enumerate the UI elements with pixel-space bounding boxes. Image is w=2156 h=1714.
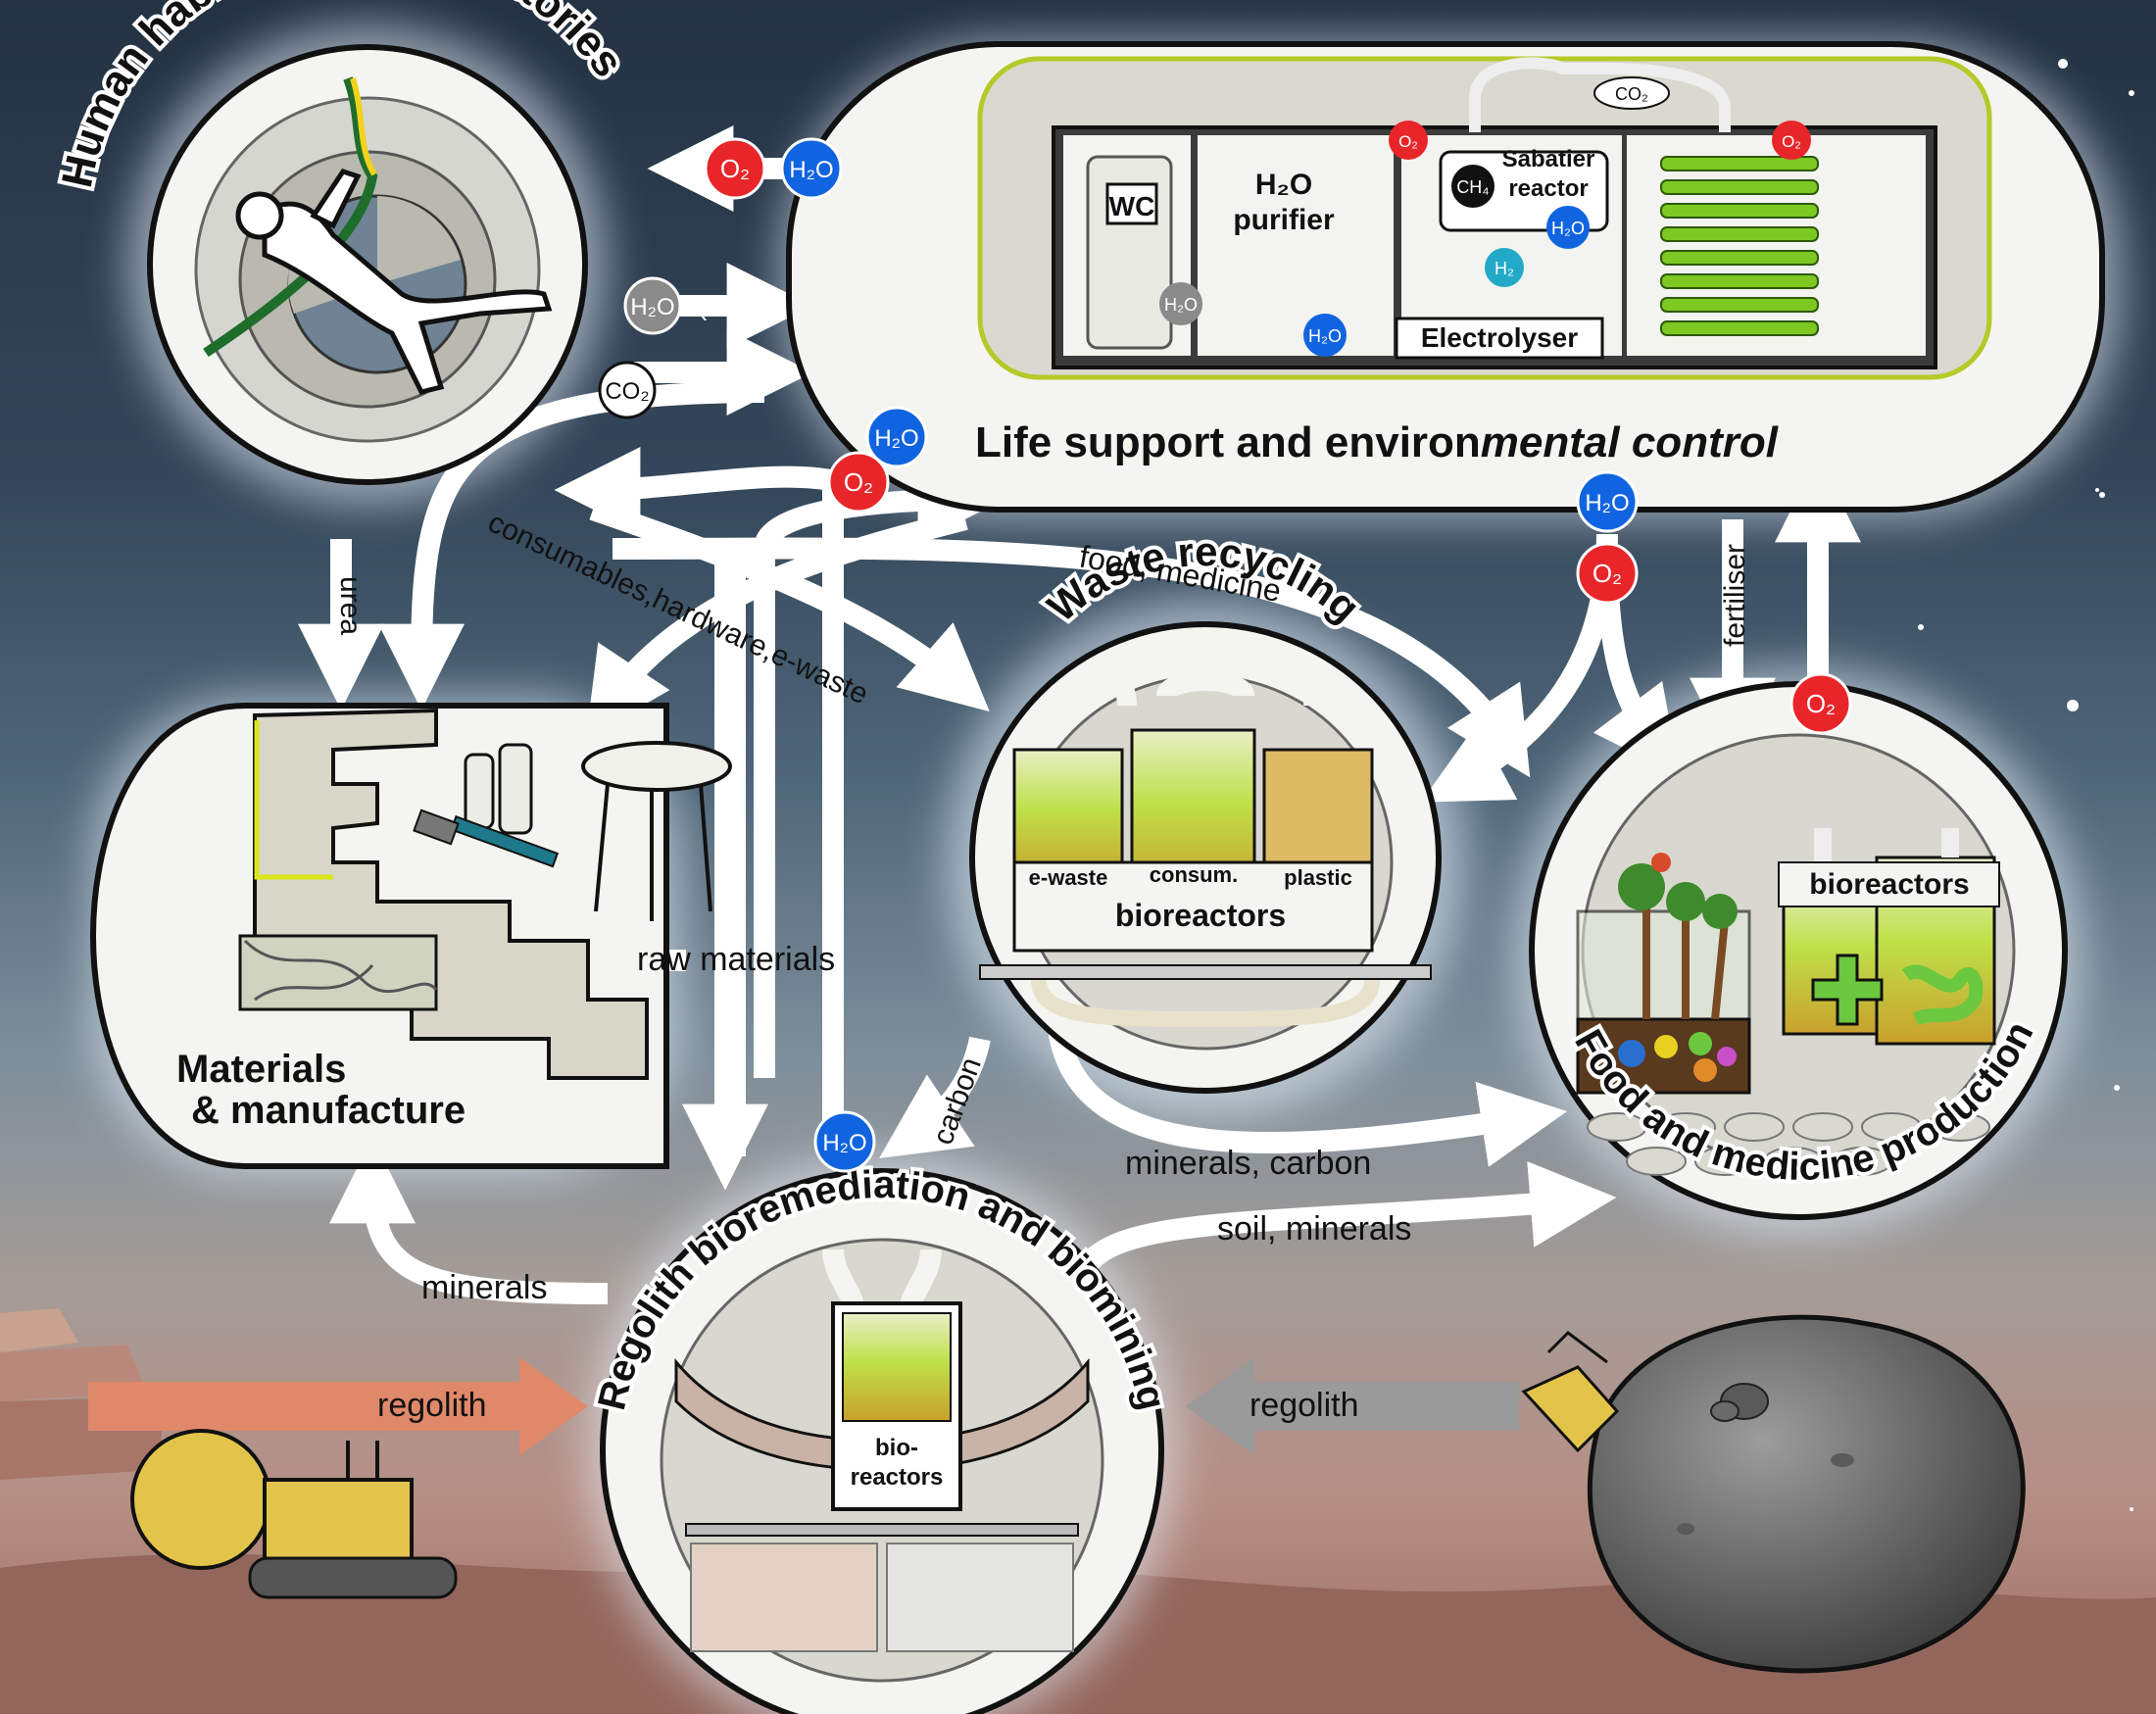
h2o-badge-food: H₂O xyxy=(1576,470,1639,533)
ch4-label: CH₄ xyxy=(1456,177,1489,197)
regolith-module: bio- reactors Regolith bioremediation an… xyxy=(586,1159,1178,1714)
tank-plastic-label: plastic xyxy=(1284,865,1352,890)
h2o-badge-habitat: H₂O xyxy=(780,137,843,200)
h2o-badge-regolith: H₂O xyxy=(813,1110,876,1173)
tank-plastic xyxy=(1262,748,1374,884)
o2-pipe-right-label: O₂ xyxy=(1782,132,1801,151)
h2o-badge-life-label: H₂O xyxy=(874,425,918,452)
tank-ewaste xyxy=(1012,748,1124,884)
badges: O₂ H₂O H₂O (used) CO₂ H₂O O₂ H₂O O₂ O₂ H… xyxy=(598,137,1852,1173)
regolith-trough xyxy=(674,1357,1090,1472)
o2-badge-habitat: O₂ xyxy=(704,137,766,200)
regolith-bio-line1: bio- xyxy=(875,1435,918,1461)
h2o-used-badge: H₂O xyxy=(623,276,682,335)
regolith-arrow-asteroid xyxy=(1186,1357,1519,1455)
h2-bubble xyxy=(1485,248,1524,287)
h2o-badge-regolith-label: H₂O xyxy=(822,1130,866,1156)
label-regolith-asteroid: regolith xyxy=(1250,1387,1359,1424)
h2o-sabatier-bubble xyxy=(1546,206,1590,249)
label-fertiliser: fertiliser xyxy=(1719,544,1751,647)
materials-title-2: & manufacture xyxy=(191,1089,466,1132)
label-minerals-carbon: minerals, carbon xyxy=(1125,1145,1371,1182)
label-urea: urea xyxy=(334,576,367,635)
o2-badge-food-label: O₂ xyxy=(1592,559,1622,588)
tank-consum-label: consum. xyxy=(1150,862,1238,887)
label-carbon: carbon xyxy=(927,1053,988,1149)
co2-badge-label: CO₂ xyxy=(605,378,649,405)
h2o-used-bubble-label: H₂O xyxy=(1164,295,1198,315)
arrow-minerals-carbon xyxy=(1048,1027,1568,1167)
h2-label: H₂ xyxy=(1494,259,1514,278)
o2-badge-habitat-label: O₂ xyxy=(720,154,750,183)
regolith-bio-line2: reactors xyxy=(851,1464,944,1491)
h2o-badge-life: H₂O xyxy=(865,406,928,468)
h2o-used-suffix: (used) xyxy=(698,290,775,320)
waste-bioreactors-label: bioreactors xyxy=(1115,898,1286,933)
label-regolith-mars: regolith xyxy=(377,1387,487,1424)
o2-badge-food-out: O₂ xyxy=(1789,672,1852,735)
h2o-sabatier-label: H₂O xyxy=(1551,219,1585,238)
algae-room xyxy=(1627,135,1926,356)
arrow-soil-minerals xyxy=(1079,1161,1617,1272)
hammer-icon xyxy=(413,808,560,868)
life-support-module: WC H₂O purifier CO₂ Sabatier reactor CH₄… xyxy=(786,41,2105,513)
asteroid xyxy=(1587,1314,2026,1674)
food-bioreactors-label: bioreactors xyxy=(1809,868,1969,901)
h2o-used-badge-label: H₂O xyxy=(630,294,674,320)
worm-icon xyxy=(1901,964,1984,1026)
o2-pipe-right xyxy=(1772,121,1811,160)
o2-badge-life-label: O₂ xyxy=(844,467,873,497)
electrolyser-label: Electrolyser xyxy=(1421,322,1578,353)
label-raw-materials: raw materials xyxy=(637,941,835,978)
arrow-minerals xyxy=(329,1137,609,1304)
excavator-icon xyxy=(130,1429,458,1599)
co2-pipe-label: CO₂ xyxy=(1615,84,1648,104)
stool-icon xyxy=(581,741,732,921)
h2o-used-bubble xyxy=(1159,282,1202,325)
bottles-icon xyxy=(464,743,533,835)
ch4-bubble xyxy=(1451,165,1494,208)
arrow-carbon xyxy=(879,1036,991,1158)
arrow-consumables-to-waste xyxy=(589,499,990,712)
h2o-electrolyser-bubble xyxy=(1303,314,1347,357)
spacecraft-icon xyxy=(1521,1331,1620,1453)
wc-label: WC xyxy=(1109,191,1155,221)
o2-badge-food-out-label: O₂ xyxy=(1806,689,1836,718)
materials-title-1: Materials xyxy=(176,1048,346,1091)
purifier-line2: purifier xyxy=(1233,204,1335,236)
purifier-room xyxy=(1198,135,1394,356)
algae-panels xyxy=(1660,156,1819,336)
sabatier-line2: reactor xyxy=(1508,175,1588,202)
label-minerals: minerals xyxy=(421,1269,547,1306)
tree-icon xyxy=(1618,853,1738,1020)
o2-pipe-left-label: O₂ xyxy=(1398,132,1418,151)
arrow-to-habitat xyxy=(554,446,867,533)
regolith-arrows xyxy=(88,1357,1519,1455)
materials-module: Materials & manufacture xyxy=(89,703,732,1169)
astronaut-figure xyxy=(235,169,553,395)
life-support-title: Life support and environmental control xyxy=(975,418,1779,466)
o2-badge-food: O₂ xyxy=(1576,542,1639,605)
o2-badge-life: O₂ xyxy=(827,451,890,514)
mycelium-block xyxy=(238,934,438,1011)
h2o-electrolyser-label: H₂O xyxy=(1308,326,1342,346)
medicine-cross-icon xyxy=(1811,954,1884,1026)
h2o-badge-food-label: H₂O xyxy=(1585,490,1629,516)
food-module: bioreactors Food and medicine production xyxy=(1529,681,2068,1220)
h2o-badge-habitat-label: H₂O xyxy=(789,157,833,183)
cliff-layer xyxy=(0,1308,78,1352)
o2-pipe-left xyxy=(1389,121,1428,160)
label-soil-minerals: soil, minerals xyxy=(1217,1210,1411,1248)
soil-organisms-icon xyxy=(1618,1032,1737,1082)
tank-ewaste-label: e-waste xyxy=(1029,865,1108,890)
purifier-line1: H₂O xyxy=(1255,169,1312,201)
sabatier-line1: Sabatier xyxy=(1502,146,1595,172)
seedling-trays xyxy=(1587,1112,1990,1176)
co2-badge: CO₂ xyxy=(598,361,657,419)
